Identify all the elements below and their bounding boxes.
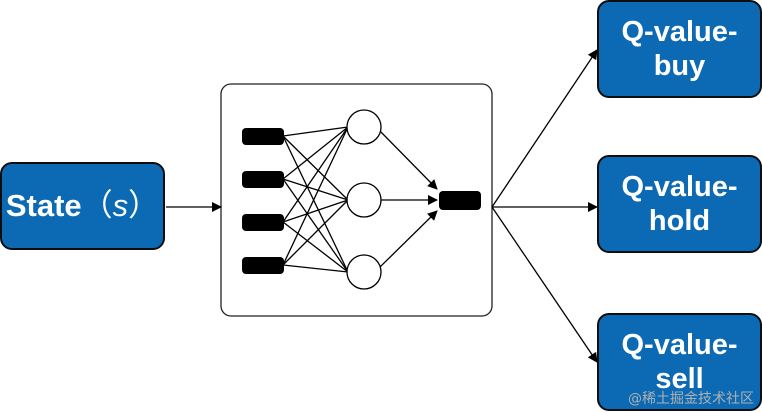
q-value-buy-line2: buy [653, 50, 706, 82]
q-value-hold-line2: hold [648, 205, 711, 237]
state-close-paren: ） [128, 187, 160, 223]
output-node [439, 191, 481, 210]
q-value-sell-line1: Q-value- [621, 328, 738, 361]
input-hidden-edges [282, 126, 349, 273]
hidden-node [346, 182, 382, 218]
input-node [242, 257, 284, 274]
hidden-node [346, 254, 382, 290]
q-value-sell-box: Q-value- sell [597, 313, 762, 411]
q-value-hold-line1: Q-value- [621, 170, 738, 203]
state-open-paren: （ [81, 187, 113, 223]
q-value-buy-box: Q-value- buy [597, 0, 762, 98]
input-node [242, 128, 284, 145]
state-symbol: s [112, 187, 129, 223]
state-label: State [5, 187, 82, 223]
hidden-node [346, 109, 382, 145]
state-label-line: State（s） [6, 188, 159, 225]
q-value-sell-line2: sell [655, 363, 704, 395]
q-value-hold-box: Q-value- hold [597, 155, 762, 253]
watermark: @稀土掘金技术社区 [628, 391, 754, 407]
q-value-buy-line1: Q-value- [621, 15, 738, 48]
hidden-output-edges [379, 130, 438, 268]
input-node [242, 214, 284, 231]
hidden-nodes [346, 109, 382, 290]
output-arrows [491, 49, 598, 363]
state-box: State（s） [0, 162, 165, 250]
input-node [242, 171, 284, 188]
input-nodes [242, 128, 284, 274]
